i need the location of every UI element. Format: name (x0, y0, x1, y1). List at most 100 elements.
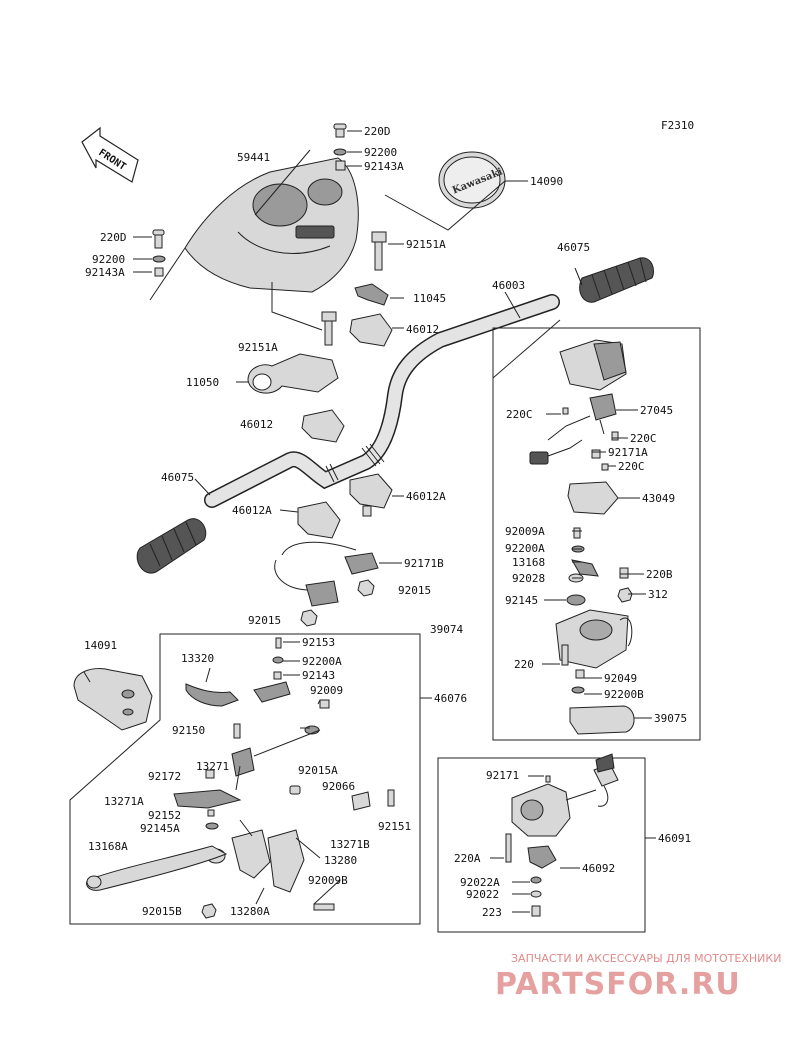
part-label: 39075 (654, 712, 687, 725)
part-label: 92015 (398, 584, 431, 597)
right-switch-group (492, 327, 701, 741)
lever-13320 (185, 667, 239, 707)
part-label: 92151 (378, 820, 411, 833)
holder-46012-upper (349, 313, 404, 347)
leader-lines-left (235, 697, 432, 905)
part-label: 13168 (512, 556, 545, 569)
leader-line (492, 319, 561, 379)
part-label: 14091 (84, 639, 117, 652)
part-label: 92153 (302, 636, 335, 649)
part-label: 46075 (161, 471, 194, 484)
part-label: 43049 (642, 492, 675, 505)
watermark-site: PARTSFOR.RU (495, 967, 741, 1002)
part-label: 92066 (322, 780, 355, 793)
part-label: 92145A (140, 822, 180, 835)
part-label: 13271 (196, 760, 229, 773)
holder-46012a-left (279, 501, 341, 539)
part-label: 13280A (230, 905, 270, 918)
bracket-11045 (354, 283, 404, 306)
leader-line (254, 149, 311, 216)
watermark: ЗАПЧАСТИ И АКСЕССУАРЫ ДЛЯ МОТОТЕХНИКИ PA… (495, 952, 781, 1002)
part-label: 92200A (505, 542, 545, 555)
meter-cover-part (184, 157, 359, 293)
bolt-92151a (371, 231, 404, 271)
part-label: 220D (100, 231, 127, 244)
part-label: 92200B (604, 688, 644, 701)
part-label: 92049 (604, 672, 637, 685)
bolt-220d-top (333, 123, 362, 171)
part-label: 27045 (640, 404, 673, 417)
grip-right-part (574, 257, 654, 303)
part-label: 92143A (364, 160, 404, 173)
part-label: 46075 (557, 241, 590, 254)
pivot-92009 (304, 699, 330, 735)
part-label: 220C (630, 432, 657, 445)
part-label: 92171A (608, 446, 648, 459)
part-label: 92172 (148, 770, 181, 783)
part-label: 92009 (310, 684, 343, 697)
part-label: 92015B (142, 905, 182, 918)
perch-13280 (201, 785, 395, 919)
cover-43049 (567, 481, 619, 515)
part-label: 92009B (308, 874, 348, 887)
leader-line (504, 291, 521, 319)
part-label: 46012A (406, 490, 446, 503)
part-label: 92152 (148, 809, 181, 822)
bracket-92143 (253, 637, 300, 703)
part-label: 92009A (505, 525, 545, 538)
part-label: 220 (514, 658, 534, 671)
part-label: 46092 (582, 862, 615, 875)
part-labels: 220D 92200 92143A 59441 14090 220D 92200… (84, 125, 691, 919)
part-label: 13168A (88, 840, 128, 853)
part-label: 14090 (530, 175, 563, 188)
part-label: 220B (646, 568, 673, 581)
part-label: 92022 (466, 888, 499, 901)
switch-27045 (529, 393, 619, 471)
bolt-92151a-left (271, 282, 337, 346)
part-label: 92145 (505, 594, 538, 607)
part-label: 92200 (92, 253, 125, 266)
part-label: 92171 (486, 769, 519, 782)
part-label: 39074 (430, 623, 463, 636)
part-label: 92200A (302, 655, 342, 668)
figure-code: F2310 (661, 119, 694, 132)
part-label: 92150 (172, 724, 205, 737)
watermark-caption: ЗАПЧАСТИ И АКСЕССУАРЫ ДЛЯ МОТОТЕХНИКИ (511, 952, 781, 965)
part-label: 46091 (658, 832, 691, 845)
part-label: 46076 (434, 692, 467, 705)
handlebar-part (204, 294, 560, 508)
clamp-11050 (236, 353, 339, 394)
part-label: 92200 (364, 146, 397, 159)
part-label: 92143A (85, 266, 125, 279)
part-label: 46003 (492, 279, 525, 292)
part-label: 220D (364, 125, 391, 138)
part-label: 92151A (238, 341, 278, 354)
holder-46012-mid (301, 409, 345, 443)
throttle-parts-lower (555, 527, 635, 735)
leader-line (194, 478, 211, 496)
left-switch-group (437, 757, 646, 933)
part-label: 92015 (248, 614, 281, 627)
part-label: 13280 (324, 854, 357, 867)
grip-left-part (136, 518, 207, 574)
leader-line (253, 727, 321, 757)
part-label: 223 (482, 906, 502, 919)
part-label: 13320 (181, 652, 214, 665)
part-label: 11050 (186, 376, 219, 389)
part-label: 13271A (104, 795, 144, 808)
part-label: 92022A (460, 876, 500, 889)
cover-14091 (73, 668, 153, 731)
part-label: 220A (454, 852, 481, 865)
switch-housing-46091 (490, 753, 619, 917)
left-lever-group (69, 633, 421, 925)
part-label: 92151A (406, 238, 446, 251)
part-label: 59441 (237, 151, 270, 164)
part-label: 46012 (406, 323, 439, 336)
emblem-part: Kawasaki (438, 151, 506, 209)
bolt-220d-left (133, 229, 166, 277)
part-label: 92171B (404, 557, 444, 570)
part-label: 11045 (413, 292, 446, 305)
part-label: 92015A (298, 764, 338, 777)
front-arrow-icon: FRONT (81, 126, 139, 183)
